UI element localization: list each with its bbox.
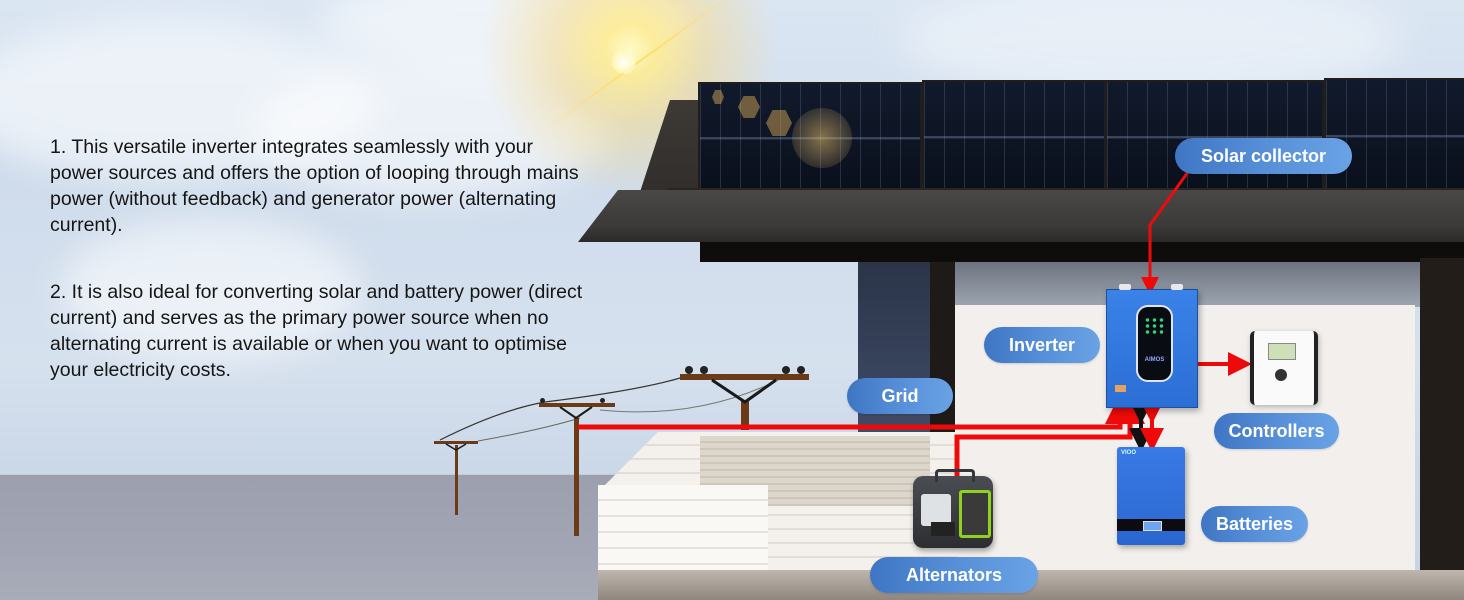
inverter-device: AIMOS (1106, 284, 1198, 408)
label-grid: Grid (847, 378, 953, 414)
battery-brand: VIOO (1121, 450, 1137, 456)
lens-flare (738, 96, 760, 118)
generator-device (913, 469, 993, 548)
pole-crossarm (539, 403, 615, 407)
label-controllers: Controllers (1214, 413, 1339, 449)
generator-panel (921, 494, 955, 536)
lens-flare (792, 108, 852, 168)
insulator (797, 366, 805, 374)
label-alternators: Alternators (870, 557, 1038, 593)
generator-outlets (959, 490, 991, 538)
description-text: 2. It is also ideal for converting solar… (50, 281, 583, 381)
generator-handle (935, 469, 975, 482)
insulator (685, 366, 693, 374)
battery-device: VIOO (1117, 447, 1185, 545)
pole-crossarm (680, 374, 809, 380)
label-inverter: Inverter (984, 327, 1100, 363)
controller-knob (1275, 369, 1287, 381)
inverter-terminal (1171, 284, 1183, 290)
utility-pole (574, 418, 579, 536)
utility-pole (741, 400, 749, 430)
sun-icon (612, 50, 636, 74)
description-text: 1. This versatile inverter integrates se… (50, 136, 579, 236)
description-point-1: 1. This versatile inverter integrates se… (50, 134, 590, 238)
insulator (600, 398, 605, 403)
insulator (540, 398, 545, 403)
warning-label (1115, 385, 1126, 392)
label-batteries: Batteries (1201, 506, 1308, 542)
pole-crossarm (434, 441, 478, 444)
wall-post (1420, 258, 1464, 578)
roof-underside (700, 242, 1464, 262)
inverter-display: AIMOS (1136, 305, 1173, 382)
wire-grid-to-inverter (578, 394, 1135, 430)
solar-panel (1324, 78, 1464, 196)
lens-flare (712, 90, 724, 104)
controller-lcd (1268, 343, 1296, 360)
inverter-brand: AIMOS (1144, 357, 1165, 363)
utility-pole (455, 445, 458, 515)
indicator-leds (1144, 317, 1165, 335)
roof-eave (578, 190, 1464, 242)
insulator (782, 366, 790, 374)
charge-controller-device (1250, 331, 1318, 405)
battery-display (1143, 521, 1162, 531)
wire-solar-to-inverter (1141, 171, 1190, 295)
description-point-2: 2. It is also ideal for converting solar… (50, 279, 590, 383)
inverter-terminal (1119, 284, 1131, 290)
ground (0, 475, 620, 600)
wire-alternator-to-inverter (954, 394, 1145, 478)
solar-panel (922, 80, 1106, 196)
terrace-front (598, 485, 768, 573)
label-solar-collector: Solar collector (1175, 138, 1352, 174)
insulator (700, 366, 708, 374)
cloud (60, 220, 360, 360)
